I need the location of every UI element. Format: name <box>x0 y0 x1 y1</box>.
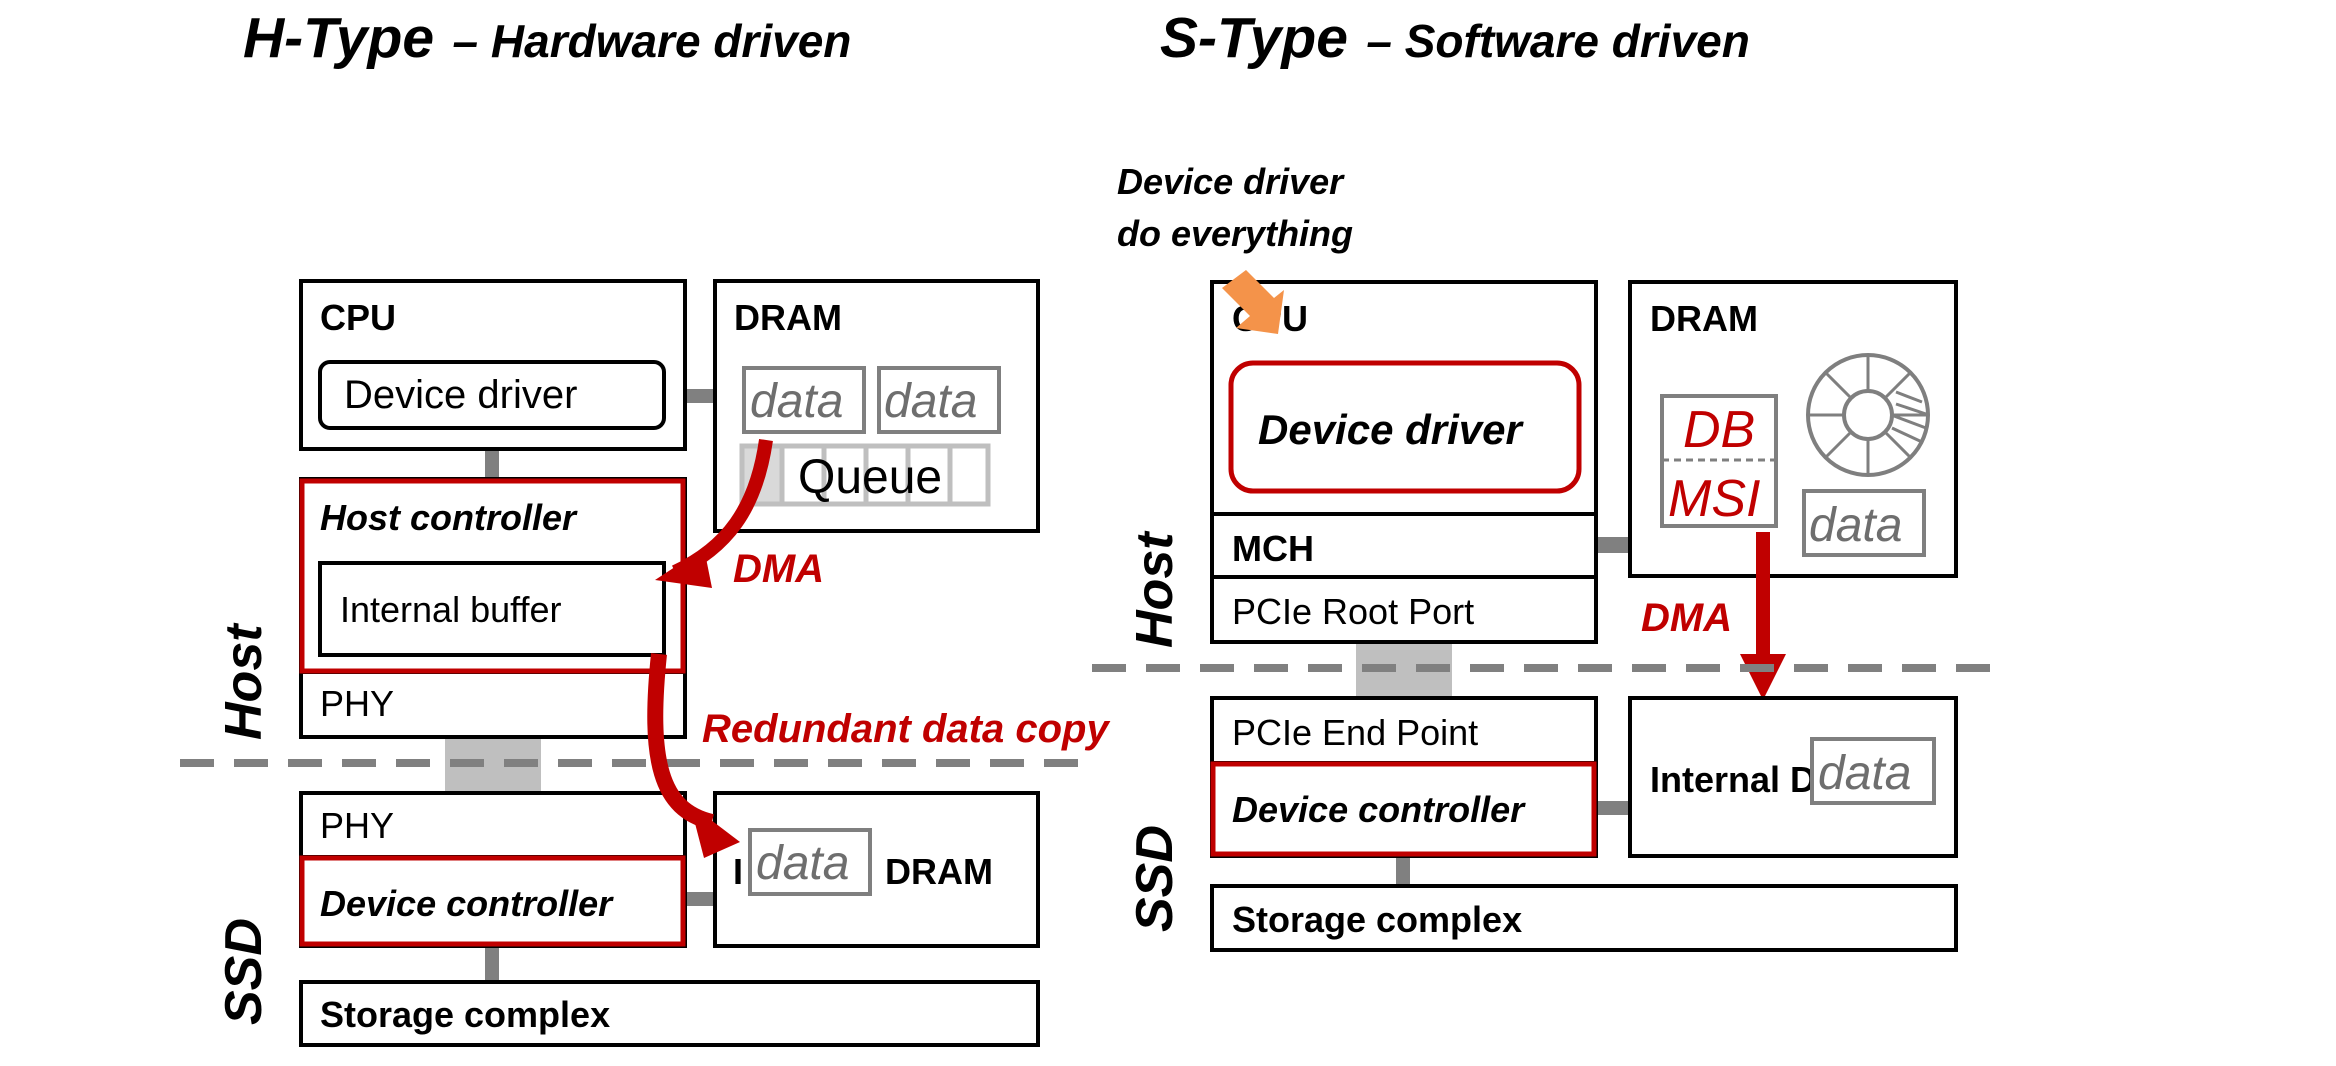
device-controller-label: Device controller <box>1232 789 1526 830</box>
ssd-dram-label: DRAM <box>885 851 993 892</box>
ring-buffer-icon <box>1806 353 1930 477</box>
internal-label: Internal D <box>1650 759 1816 800</box>
host-side-label: Host <box>215 622 273 740</box>
controller-storage-connector <box>485 946 499 982</box>
controller-dram-connector <box>685 892 715 906</box>
s-type-title: S-Type – Software driven <box>1160 6 1750 70</box>
h-type-diagram: CPU Device driver DRAM data data Queue H… <box>180 279 1110 1047</box>
dram-data-box <box>1802 489 1926 557</box>
dram-label: DRAM <box>734 297 842 338</box>
root-port-label: PCIe Root Port <box>1232 591 1474 632</box>
dram-data-1-label: data <box>750 375 843 428</box>
device-driver-label: Device driver <box>1258 406 1524 453</box>
device-controller-highlight <box>299 855 686 947</box>
device-controller-label: Device controller <box>320 883 614 924</box>
h-type-title: H-Type – Hardware driven <box>243 6 851 70</box>
controller-storage-connector <box>1396 856 1410 886</box>
device-controller-highlight <box>1210 761 1597 857</box>
dma-arrow <box>1756 532 1770 658</box>
s-type-diagram: Device driver do everything CPU Device d… <box>1092 161 2010 952</box>
cpu-dram-connector <box>685 389 715 403</box>
ssd-controller-stack <box>299 791 687 948</box>
db-label: DB <box>1683 401 1755 459</box>
dma-label: DMA <box>733 547 824 591</box>
cpu-label: CPU <box>320 297 396 338</box>
ssd-phy-label: PHY <box>320 805 394 846</box>
storage-complex-box <box>1210 884 1958 952</box>
device-driver-box <box>1228 360 1582 494</box>
pointer-arrow-icon <box>1222 270 1284 334</box>
dram-data-2-label: data <box>884 375 977 428</box>
note-line-2: do everything <box>1117 213 1353 254</box>
msi-label: MSI <box>1668 470 1760 528</box>
internal-buffer-box <box>318 561 666 657</box>
dma-label: DMA <box>1641 596 1732 640</box>
dma-arrow-head <box>655 548 712 588</box>
internal-data-box <box>1810 737 1936 805</box>
ssd-data-label: data <box>756 837 849 890</box>
device-driver-box <box>318 360 666 430</box>
queue-label: Queue <box>798 451 942 504</box>
host-side-label: Host <box>1126 530 1184 648</box>
host-phy-label: PHY <box>320 683 394 724</box>
controller-internal-connector <box>1596 801 1630 815</box>
dram-data-label: data <box>1809 499 1902 552</box>
internal-buffer-label: Internal buffer <box>340 589 561 630</box>
cpu-hostcontroller-connector <box>485 449 499 479</box>
storage-complex-label: Storage complex <box>320 994 610 1035</box>
end-point-label: PCIe End Point <box>1232 712 1478 753</box>
device-driver-label: Device driver <box>344 373 577 417</box>
ssd-side-label: SSD <box>215 918 273 1025</box>
redundant-copy-label: Redundant data copy <box>702 707 1110 751</box>
note-line-1: Device driver <box>1117 161 1345 202</box>
ssd-side-label: SSD <box>1126 825 1184 932</box>
ssd-dram-prefix: I <box>733 851 743 892</box>
redundant-copy-arrow-head <box>690 804 740 858</box>
ssd-data-box <box>748 828 872 896</box>
dram-data-2 <box>877 366 1001 434</box>
storage-complex-label: Storage complex <box>1232 899 1522 940</box>
dram-data-1 <box>742 366 866 434</box>
host-controller-label: Host controller <box>320 497 578 538</box>
storage-complex-box <box>299 980 1040 1047</box>
internal-data-label: data <box>1818 747 1911 800</box>
ssd-controller-stack <box>1210 696 1598 858</box>
dma-arrow-head <box>1740 654 1786 700</box>
dram-label: DRAM <box>1650 298 1758 339</box>
mch-dram-connector <box>1596 537 1630 553</box>
mch-label: MCH <box>1232 528 1314 569</box>
